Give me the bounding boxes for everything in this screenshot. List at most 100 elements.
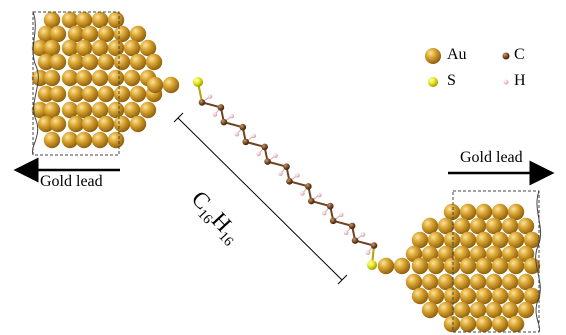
gold-atom (129, 85, 147, 103)
gold-atom (67, 53, 85, 71)
gold-atom (162, 76, 180, 94)
hydrogen-atom (273, 153, 278, 158)
gold-atom (443, 257, 461, 275)
gold-atom (485, 217, 503, 235)
gold-atom (123, 101, 141, 119)
gold-atom (517, 301, 535, 319)
gold-atom (91, 101, 109, 119)
carbon-atom (329, 217, 337, 225)
gold-atom (491, 287, 509, 305)
gold-atom (123, 69, 141, 87)
gold-atom (113, 25, 131, 43)
legend-au-label: Au (447, 46, 467, 63)
gold-atom (113, 115, 131, 133)
gold-atom (405, 273, 423, 291)
gold-atom (61, 11, 79, 29)
gold-atom (43, 131, 61, 149)
gold-atom (427, 257, 445, 275)
gold-atom (507, 231, 525, 249)
legend (425, 48, 510, 87)
gold-atom (501, 217, 519, 235)
gold-atom (437, 273, 455, 291)
gold-atom (75, 39, 93, 57)
gold-atom (145, 53, 163, 71)
gold-atom (81, 85, 99, 103)
gold-atom (485, 273, 503, 291)
gold-atom (475, 287, 493, 305)
right-lead-dashed-box (452, 190, 540, 333)
gold-atom (469, 273, 487, 291)
gold-atom (507, 287, 525, 305)
gold-atom (75, 69, 93, 87)
gold-atom (91, 69, 109, 87)
gold-atom (469, 217, 487, 235)
gold-atom (97, 25, 115, 43)
gold-atom (113, 53, 131, 71)
gold-atom (443, 231, 461, 249)
gold-atom (491, 257, 509, 275)
hydrogen-atom (321, 210, 327, 216)
hydrogen-atom (343, 230, 349, 236)
carbon-atom (239, 123, 247, 131)
sulfur-atom (193, 77, 203, 87)
gold-atom (453, 301, 471, 319)
right-lead-wavy-edge (535, 190, 542, 333)
gold-atom (81, 115, 99, 133)
gold-atom (67, 25, 85, 43)
gold-atom (443, 287, 461, 305)
carbon-atom (326, 202, 334, 210)
hydrogen-atom (317, 192, 322, 198)
hexadecane-thiol-molecule (193, 77, 378, 270)
gold-atom (523, 231, 541, 249)
gold-atom (411, 287, 429, 305)
legend-s-swatch (428, 77, 438, 87)
left-lead-label: Gold lead (40, 173, 103, 190)
carbon-atom (308, 197, 315, 205)
hydrogen-atom (212, 112, 218, 117)
gold-atom (43, 39, 61, 57)
gold-atom (75, 131, 93, 149)
gold-atom (129, 53, 147, 71)
legend-c-swatch (502, 52, 510, 60)
gold-atom (475, 315, 493, 333)
carbon-atom (220, 118, 228, 126)
gold-atom (491, 231, 509, 249)
gold-atom (49, 25, 67, 43)
gold-atom (91, 131, 109, 149)
gold-atom (475, 257, 493, 275)
gold-atom (427, 231, 445, 249)
gold-atom (459, 231, 477, 249)
gold-atom (49, 115, 67, 133)
gold-atom (107, 11, 125, 29)
gold-atom (75, 101, 93, 119)
carbon-atom (370, 242, 378, 249)
sulfur-atom (367, 260, 377, 270)
gold-atom (97, 53, 115, 71)
legend-c-label: C (514, 46, 525, 63)
gold-atom (81, 53, 99, 71)
gold-atom (31, 39, 49, 57)
gold-atom (91, 39, 109, 57)
gold-atom (81, 25, 99, 43)
legend-h-label: H (514, 72, 526, 89)
carbon-atom (283, 163, 290, 170)
legend-s-label: S (447, 72, 456, 89)
hydrogen-atom (300, 191, 305, 196)
gold-atom (421, 217, 439, 235)
gold-atom (67, 115, 85, 133)
right-lead-label: Gold lead (460, 149, 523, 166)
carbon-atom (348, 222, 356, 230)
gold-atom (443, 203, 461, 221)
gold-atom (31, 101, 49, 119)
gold-atom (469, 301, 487, 319)
gold-atom (107, 39, 125, 57)
gold-atom (97, 115, 115, 133)
gold-atom (107, 131, 125, 149)
gold-atom (146, 76, 164, 94)
gold-atom (43, 69, 61, 87)
gold-atom (523, 287, 541, 305)
gold-atom (107, 101, 125, 119)
gold-atom (37, 115, 55, 133)
gold-atom (427, 287, 445, 305)
gold-atom (475, 231, 493, 249)
